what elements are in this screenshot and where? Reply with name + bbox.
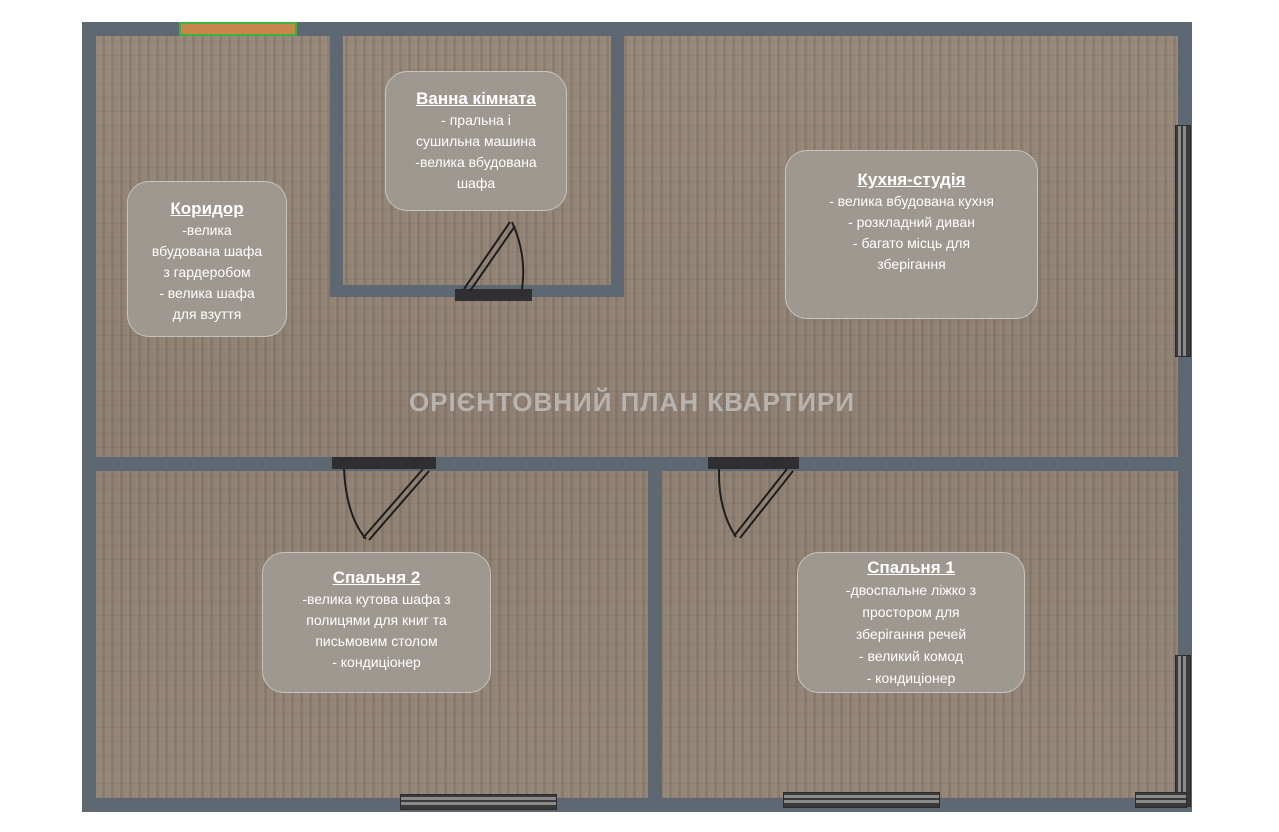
kitchen-title: Кухня-студія — [857, 170, 966, 189]
kitchen-line: - багато місць для — [852, 235, 971, 251]
bedroom1-window — [783, 792, 940, 808]
bathroom-line: сушильна машина — [416, 133, 536, 149]
bathroom-label: Ванна кімната - пральна і сушильна машин… — [385, 71, 567, 211]
kitchen-line: зберігання — [877, 256, 946, 272]
corridor-line: вбудована шафа — [151, 243, 263, 259]
bedroom1-side-window — [1175, 655, 1191, 807]
bathroom-title: Ванна кімната — [416, 89, 536, 108]
bathroom-door-swing — [463, 221, 525, 292]
bedroom1-door — [708, 457, 799, 469]
bedroom1-title: Спальня 1 — [867, 558, 955, 577]
bedroom2-label: Спальня 2 -велика кутова шафа з полицями… — [262, 552, 491, 693]
corridor-label: Коридор -велика вбудована шафа з гардеро… — [127, 181, 287, 337]
bathroom-line: шафа — [456, 175, 496, 191]
bathroom-door — [455, 289, 532, 301]
bedroom1-line: простором для — [862, 604, 960, 620]
corridor-title: Коридор — [170, 199, 244, 218]
bathroom-wall-left — [330, 22, 343, 297]
bedroom1-label: Спальня 1 -двоспальне ліжко з простором … — [797, 552, 1025, 693]
bedroom2-line: полицями для книг та — [306, 612, 447, 628]
top-window — [179, 22, 297, 36]
bedroom2-window — [400, 794, 557, 810]
kitchen-line: - велика вбудована кухня — [829, 193, 994, 209]
bedroom1-line: - великий комод — [858, 648, 964, 664]
bathroom-line: - пральна і — [441, 112, 511, 128]
kitchen-label: Кухня-студія - велика вбудована кухня - … — [785, 150, 1038, 319]
bedroom1-line: зберігання речей — [855, 626, 967, 642]
bedroom2-line: - кондиціонер — [332, 654, 421, 670]
bedroom2-line: письмовим столом — [315, 633, 438, 649]
plan-title: ОРІЄНТОВНИЙ ПЛАН КВАРТИРИ — [408, 387, 856, 417]
corridor-line: для взуття — [172, 306, 242, 322]
bedroom1-door-swing — [717, 468, 794, 539]
corridor-line: з гардеробом — [163, 264, 251, 280]
bathroom-wall-right — [611, 22, 624, 297]
outer-wall-left — [82, 22, 96, 812]
kitchen-window — [1175, 125, 1191, 357]
bathroom-line: -велика вбудована — [415, 154, 537, 170]
bedroom1-line: -двоспальне ліжко з — [845, 582, 977, 598]
bedroom2-door — [332, 457, 436, 469]
bedroom2-line: -велика кутова шафа з — [302, 591, 451, 607]
bedrooms-divider-wall — [648, 457, 662, 812]
bedroom2-door-swing — [343, 468, 430, 541]
kitchen-line: - розкладний диван — [848, 214, 975, 230]
bedroom1-line: - кондиціонер — [866, 670, 956, 686]
corridor-line: -велика — [182, 222, 232, 238]
outer-wall-top — [82, 22, 1192, 36]
corner-window — [1135, 792, 1187, 808]
bedroom2-title: Спальня 2 — [332, 568, 421, 587]
corridor-line: - велика шафа — [159, 285, 255, 301]
